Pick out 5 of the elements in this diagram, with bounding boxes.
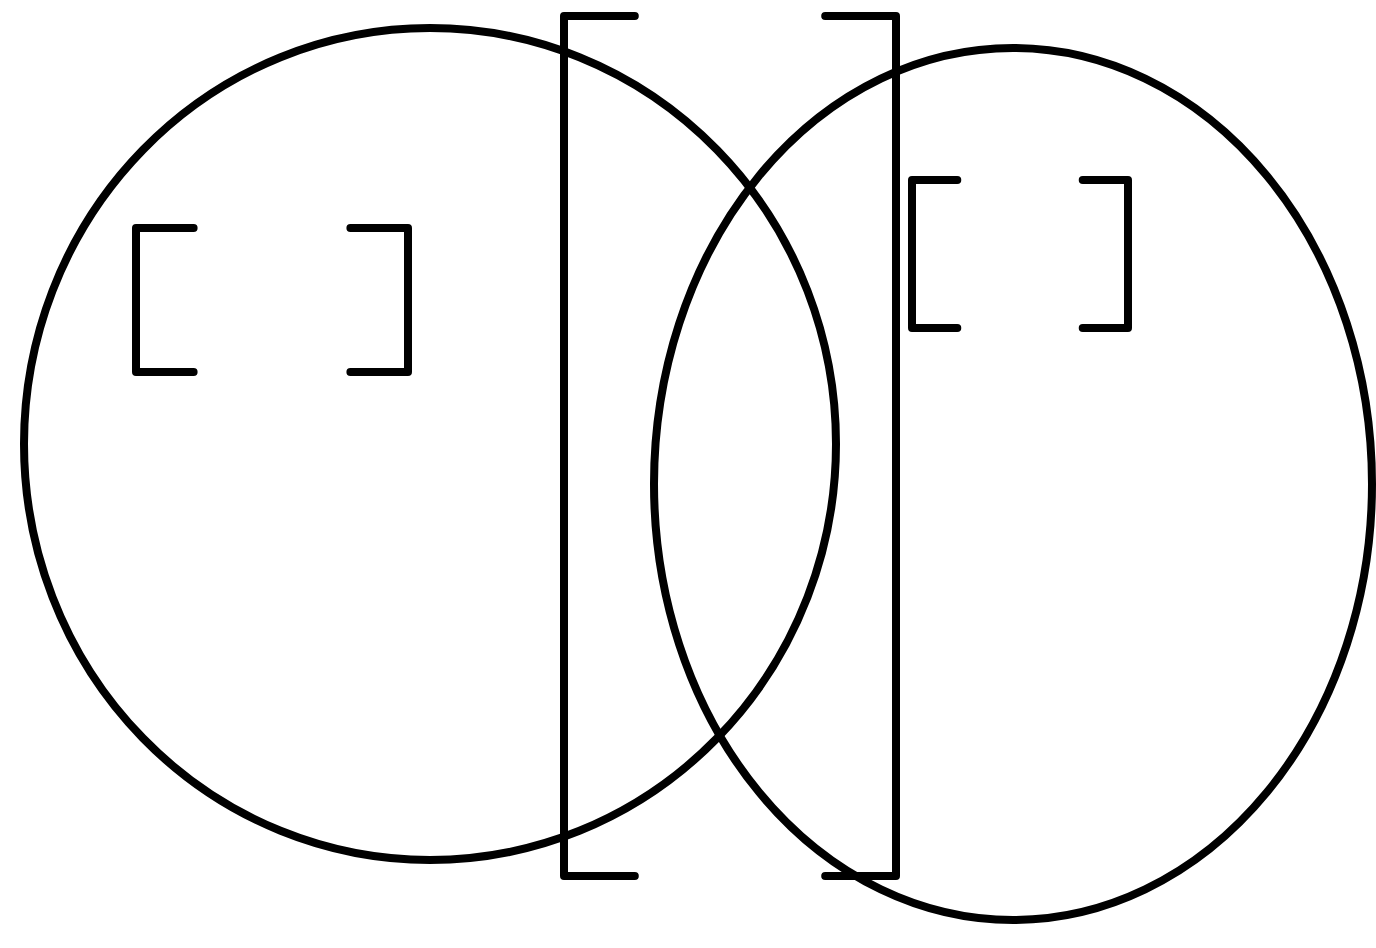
empty-brackets [908,176,1132,332]
empty-brackets [132,224,412,376]
venn-circle [20,24,840,864]
empty-brackets [560,12,900,880]
venn-circle [650,44,1376,924]
